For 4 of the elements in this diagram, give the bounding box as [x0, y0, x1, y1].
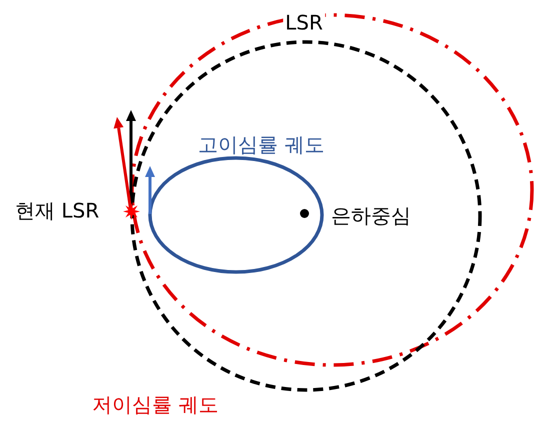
orbit-label: 고이심률 궤도	[198, 134, 324, 156]
orbit-label: 저이심률 궤도	[92, 394, 218, 416]
point-label: 현재 LSR	[15, 200, 100, 222]
point-label: 은하중심	[331, 204, 411, 228]
